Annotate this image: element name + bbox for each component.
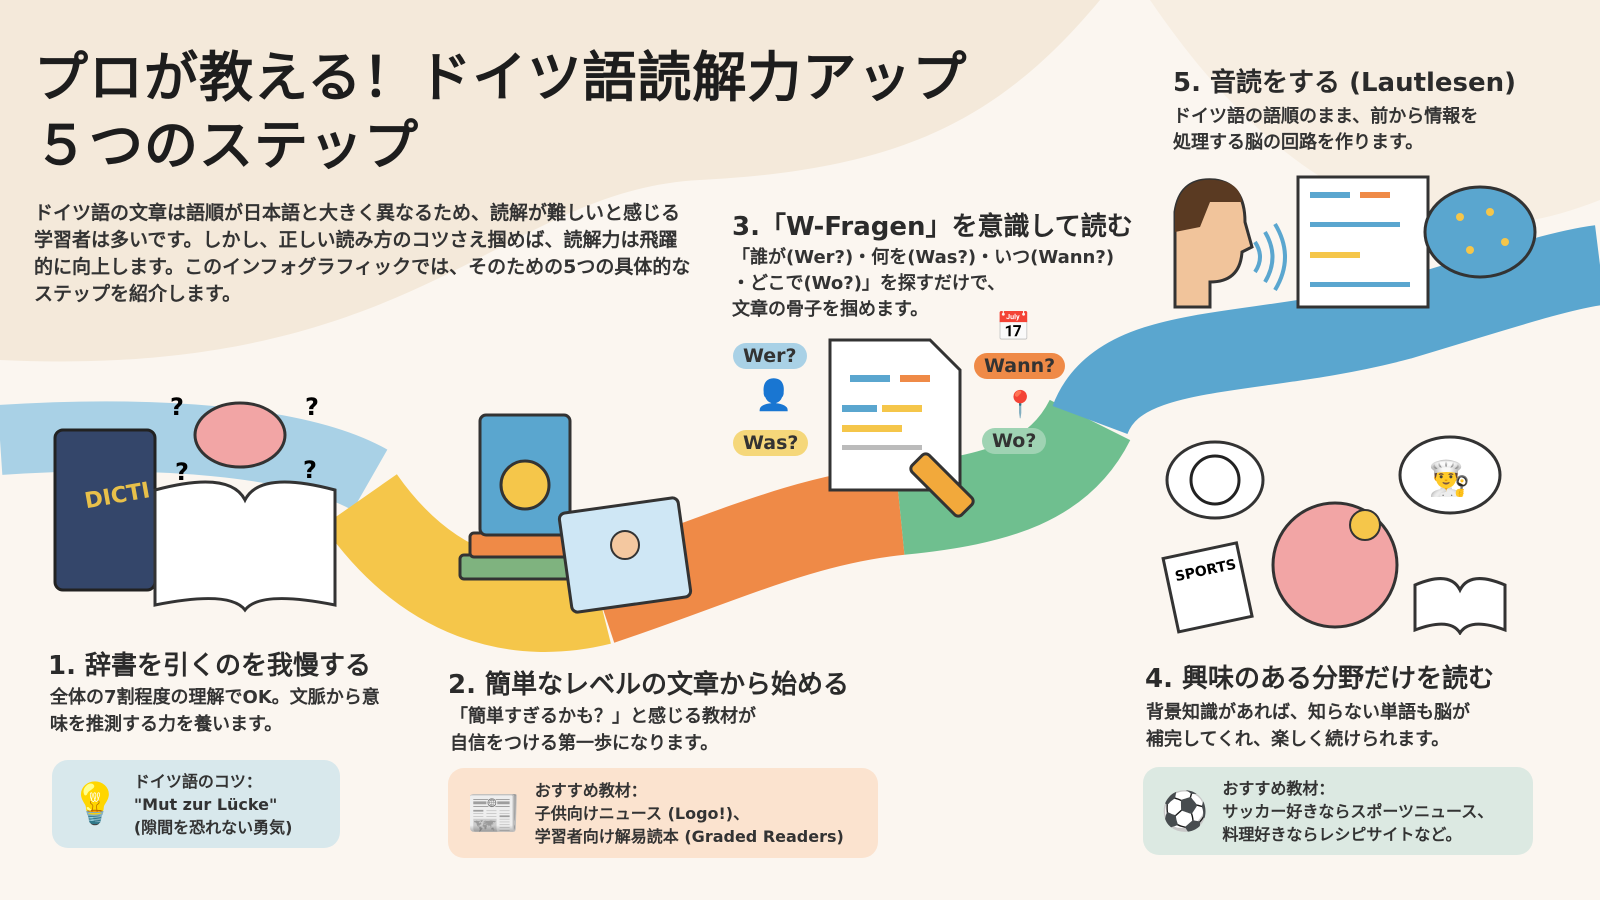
recommend-item: 料理好きならレシピサイトなど。 [1222, 824, 1462, 844]
step-3-heading: 3.「W-Fragen」を意識して読む [732, 212, 1133, 242]
brain-circuit-icon [1423, 185, 1537, 279]
recommend-label: おすすめ教材： [1222, 778, 1335, 798]
recommend-label: おすすめ教材： [534, 780, 647, 800]
recipe-book-icon [1413, 577, 1507, 635]
step-4-body: 背景知識があれば、知らない単語も脳が補完してくれ、楽しく続けられます。 [1146, 699, 1470, 753]
document-highlighter-illustration [828, 338, 975, 518]
gear-icon [1349, 509, 1381, 541]
step-4-body-line: 背景知識があれば、知らない単語も脳が [1146, 702, 1470, 723]
tip-phrase: "Mut zur Lücke" [133, 794, 278, 814]
lightbulb-icon: 💡 [70, 780, 120, 827]
smiley-icon [499, 459, 551, 511]
step-5-body: ドイツ語の語順のまま、前から情報を処理する脳の回路を作ります。 [1173, 104, 1478, 156]
step-1-heading: 1. 辞書を引くのを我慢する [48, 651, 372, 681]
easy-books-illustration [458, 413, 693, 614]
step-3-body-line: 文章の骨子を掴めます。 [732, 299, 929, 320]
step-2-body-line: 「簡単すぎるかも？」と感じる教材が [450, 706, 756, 727]
tag-wer: Wer? [733, 343, 807, 369]
tablet-newspaper-icon: 📰 [466, 787, 521, 839]
newspaper-icon [1161, 541, 1254, 634]
read-aloud-illustration [1173, 175, 1537, 309]
svg-text:?: ? [170, 393, 184, 421]
calendar-clock-icon: 📅 [996, 310, 1031, 343]
step-4-body-line: 補完してくれ、楽しく続けられます。 [1146, 729, 1450, 750]
step-3-body-line: ・どこで(Wo?)」を探すだけで、 [732, 273, 1006, 294]
svg-text:?: ? [175, 458, 189, 486]
step-2-body: 「簡単すぎるかも？」と感じる教材が自信をつける第一歩になります。 [450, 703, 756, 757]
intro-text: ドイツ語の文章は語順が日本語と大きく異なるため、読解が難しいと感じる学習者は多い… [34, 202, 691, 305]
svg-text:?: ? [305, 393, 319, 421]
step-2-heading: 2. 簡単なレベルの文章から始める [448, 670, 850, 700]
brain-icon [193, 401, 287, 469]
interests-brain-illustration: 👨‍🍳 SPORTS [1161, 435, 1507, 635]
page-title: プロが教える！ドイツ語読解力アップ ５つのステップ [34, 44, 967, 180]
tip-translation: (隙間を恐れない勇気) [133, 817, 293, 837]
tag-wann: Wann? [974, 353, 1066, 379]
step-1-body: 全体の7割程度の理解でOK。文脈から意味を推測する力を養います。 [50, 687, 380, 735]
step-1-tip-box: 💡 ドイツ語のコツ： "Mut zur Lücke" (隙間を恐れない勇気) [52, 760, 340, 848]
tip-label: ドイツ語のコツ： [133, 771, 262, 791]
recommend-item: 学習者向け解易読本 (Graded Readers) [534, 826, 844, 846]
location-pin-icon: 📍 [1004, 390, 1037, 420]
person-icon: 👤 [755, 378, 793, 413]
svg-text:?: ? [303, 456, 317, 484]
title-line-2: ５つのステップ [34, 114, 419, 177]
step-3-body: 「誰が(Wer?)・何を(Was?)・いつ(Wann?) ・どこで(Wo?)」を探… [732, 245, 1114, 323]
step-5-heading: 5. 音読をする (Lautlesen) [1173, 68, 1517, 98]
recommend-item: サッカー好きならスポーツニュース、 [1222, 801, 1494, 821]
step-4-heading: 4. 興味のある分野だけを読む [1145, 664, 1495, 694]
soccer-ball-icon [1189, 454, 1241, 506]
soccer-utensils-icon: ⚽ [1161, 788, 1209, 833]
title-line-1: プロが教える！ドイツ語読解力アップ [34, 46, 968, 109]
recommend-item: 子供向けニュース (Logo!)、 [534, 803, 750, 823]
step-4-recommend-box: ⚽ おすすめ教材： サッカー好きならスポーツニュース、料理好きならレシピサイトなど… [1143, 767, 1533, 855]
step-2-recommend-box: 📰 おすすめ教材： 子供向けニュース (Logo!)、学習者向け解易読本 (Gra… [448, 768, 878, 858]
step-5-body-line: 処理する脳の回路を作ります。 [1173, 132, 1424, 153]
step-2-body-line: 自信をつける第一歩になります。 [450, 733, 719, 754]
step-3-body-line: 「誰が(Wer?)・何を(Was?)・いつ(Wann?) [732, 247, 1115, 268]
step-5-body-line: ドイツ語の語順のまま、前から情報を [1173, 106, 1479, 127]
dictionary-brain-illustration: DICTI ?? ?? [53, 393, 337, 613]
highlighter-icon [909, 452, 975, 518]
open-book-icon [153, 480, 337, 613]
tag-was: Was? [733, 430, 809, 456]
sound-waves-icon [1253, 222, 1287, 292]
chef-hat-icon: 👨‍🍳 [1428, 459, 1470, 499]
tag-wo: Wo? [982, 428, 1047, 454]
